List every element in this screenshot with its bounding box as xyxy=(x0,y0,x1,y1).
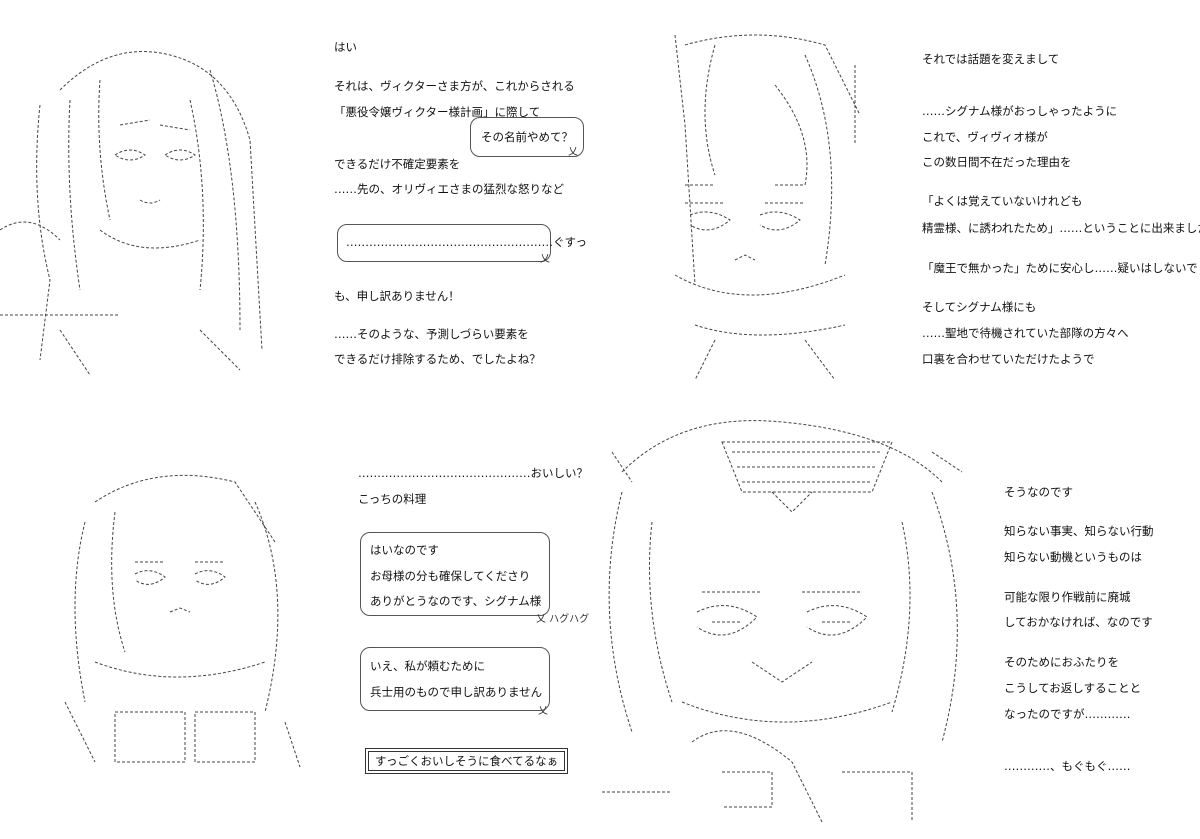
speech-bubble: はいなのです お母様の分も確保してくださり ありがとうなのです、シグナム様 xyxy=(360,532,550,616)
text-line: しておかなければ、なのです xyxy=(1004,615,1153,629)
text-line: 知らない動機というものは xyxy=(1004,550,1142,564)
text-line: ………………………………………おいしい？ xyxy=(358,466,588,480)
text-line: できるだけ排除するため、でしたよね？ xyxy=(334,352,541,366)
ascii-art-shy-girl-portrait-icon xyxy=(655,25,870,385)
ascii-art-girl-with-hood-eating-icon xyxy=(592,412,977,832)
bubble-tail: 乂 xyxy=(568,147,578,158)
text-line: そしてシグナム様にも xyxy=(922,300,1037,314)
text-line: こっちの料理 xyxy=(358,492,427,506)
bubble-tail: 乂 ハグハグ xyxy=(536,614,590,625)
bubble-tail: 乂 xyxy=(540,254,550,265)
text-line: できるだけ不確定要素を xyxy=(334,157,461,171)
bubble-text: はいなのです xyxy=(370,543,439,557)
text-line: こうしてお返しすることと xyxy=(1004,681,1142,695)
text-line: この数日間不在だった理由を xyxy=(922,155,1072,169)
speech-bubble: その名前やめて？ xyxy=(470,117,584,157)
bubble-text: ありがとうなのです、シグナム様 xyxy=(370,594,542,608)
text-line: それは、ヴィクターさま方が、これからされる xyxy=(334,79,575,93)
text-line: そうなのです xyxy=(1004,485,1073,499)
text-line: も、申し訳ありません！ xyxy=(334,289,460,303)
text-line: そのためにおふたりを xyxy=(1004,655,1119,669)
text-line: ……聖地で待機されていた部隊の方々へ xyxy=(922,326,1129,340)
text-line: ……そのような、予測しづらい要素を xyxy=(334,327,529,341)
text-line: それでは話題を変えまして xyxy=(922,52,1060,66)
text-line: …………、もぐもぐ…… xyxy=(1004,759,1131,773)
text-line: 「よくは覚えていないけれども xyxy=(922,194,1083,208)
text-line: これで、ヴィヴィオ様が xyxy=(922,130,1048,144)
narration-box: すっごくおいしそうに食べてるなぁ xyxy=(364,748,569,774)
text-line: 「魔王で無かった」ために安心し……疑いはしないでしょう xyxy=(922,261,1200,275)
bubble-text: ………………………………………………ぐすっ xyxy=(346,235,588,249)
text-line: 口裏を合わせていただけたようで xyxy=(922,352,1095,366)
text-line: はい xyxy=(334,40,357,54)
text-line: 精霊様、に誘われたため」……ということに出来ました xyxy=(922,221,1200,235)
bubble-text: いえ、私が頼むために xyxy=(370,659,485,673)
ascii-art-girl-with-long-hair-icon xyxy=(0,30,300,375)
bubble-text: 兵士用のもので申し訳ありません xyxy=(370,685,543,699)
bubble-text: お母様の分も確保してくださり xyxy=(370,569,531,583)
text-line: なったのですが………… xyxy=(1004,707,1131,721)
speech-bubble: いえ、私が頼むために 兵士用のもので申し訳ありません xyxy=(360,647,550,711)
bubble-text: その名前やめて？ xyxy=(481,130,573,144)
speech-bubble: ………………………………………………ぐすっ xyxy=(337,224,587,262)
ascii-art-eating-girl-icon xyxy=(55,462,305,772)
text-line: 「悪役令嬢ヴィクター様計画」に際して xyxy=(334,105,541,119)
text-line: 可能な限り作戦前に廃城 xyxy=(1004,590,1131,604)
text-line: 知らない事実、知らない行動 xyxy=(1004,524,1154,538)
text-line: ……シグナム様がおっしゃったように xyxy=(922,104,1118,118)
text-line: ……先の、オリヴィエさまの猛烈な怒りなど xyxy=(334,182,564,196)
bubble-tail: 乂 xyxy=(538,706,548,717)
